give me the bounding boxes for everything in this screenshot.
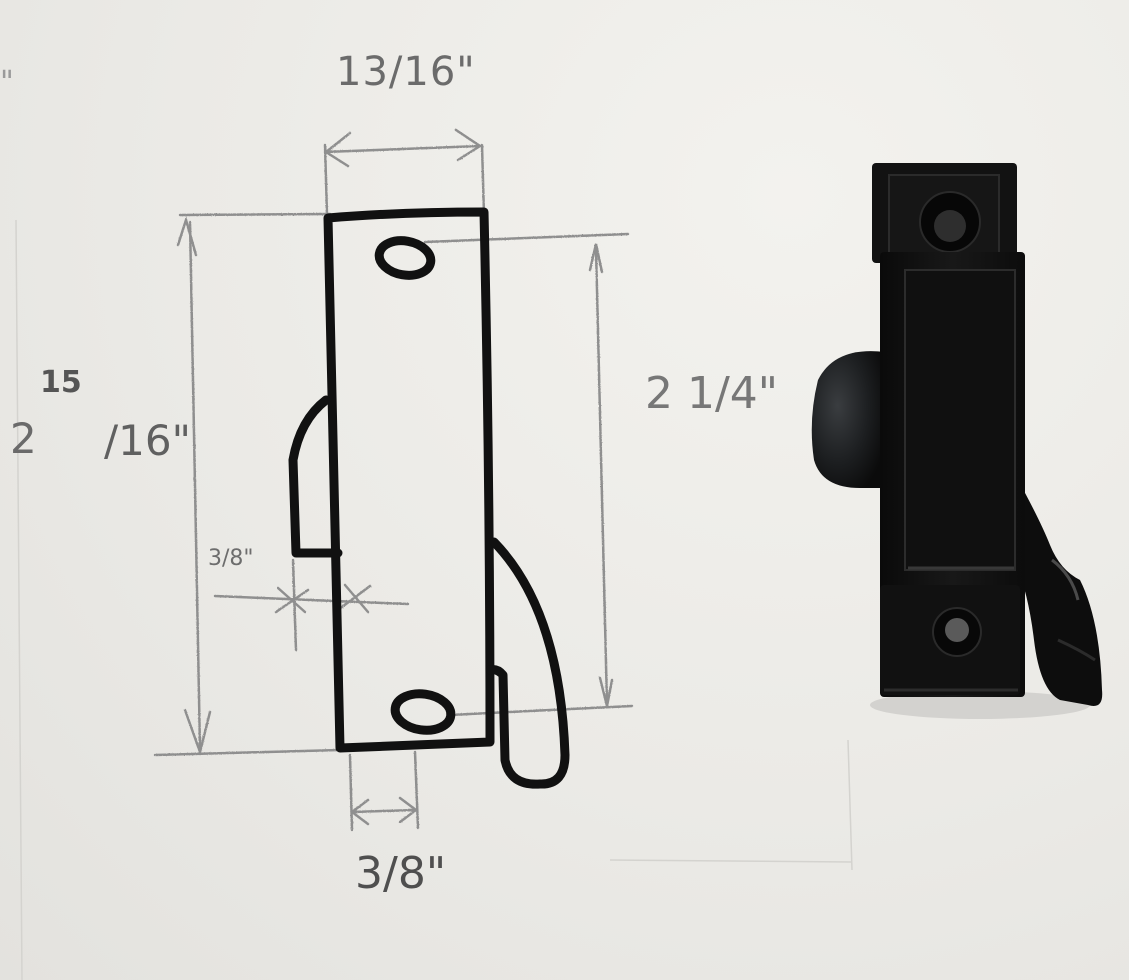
overall-height-denominator: /16" — [104, 416, 191, 465]
hole-spacing-label: 2 1/4" — [645, 368, 779, 419]
sash-lock-hardware — [811, 163, 1103, 719]
sketch-outline — [288, 207, 570, 789]
pencil-dimension-lines — [153, 128, 634, 832]
bottom-offset-label: 3/8" — [355, 848, 447, 899]
side-offset-label: 3/8" — [208, 546, 254, 571]
overall-height-whole: 2 — [10, 414, 37, 463]
width-dimension-label: 13/16" — [336, 49, 476, 95]
overall-height-numerator: 15 — [40, 365, 82, 400]
edge-fragment-label: " — [0, 65, 14, 100]
paper-guides — [15, 219, 853, 980]
